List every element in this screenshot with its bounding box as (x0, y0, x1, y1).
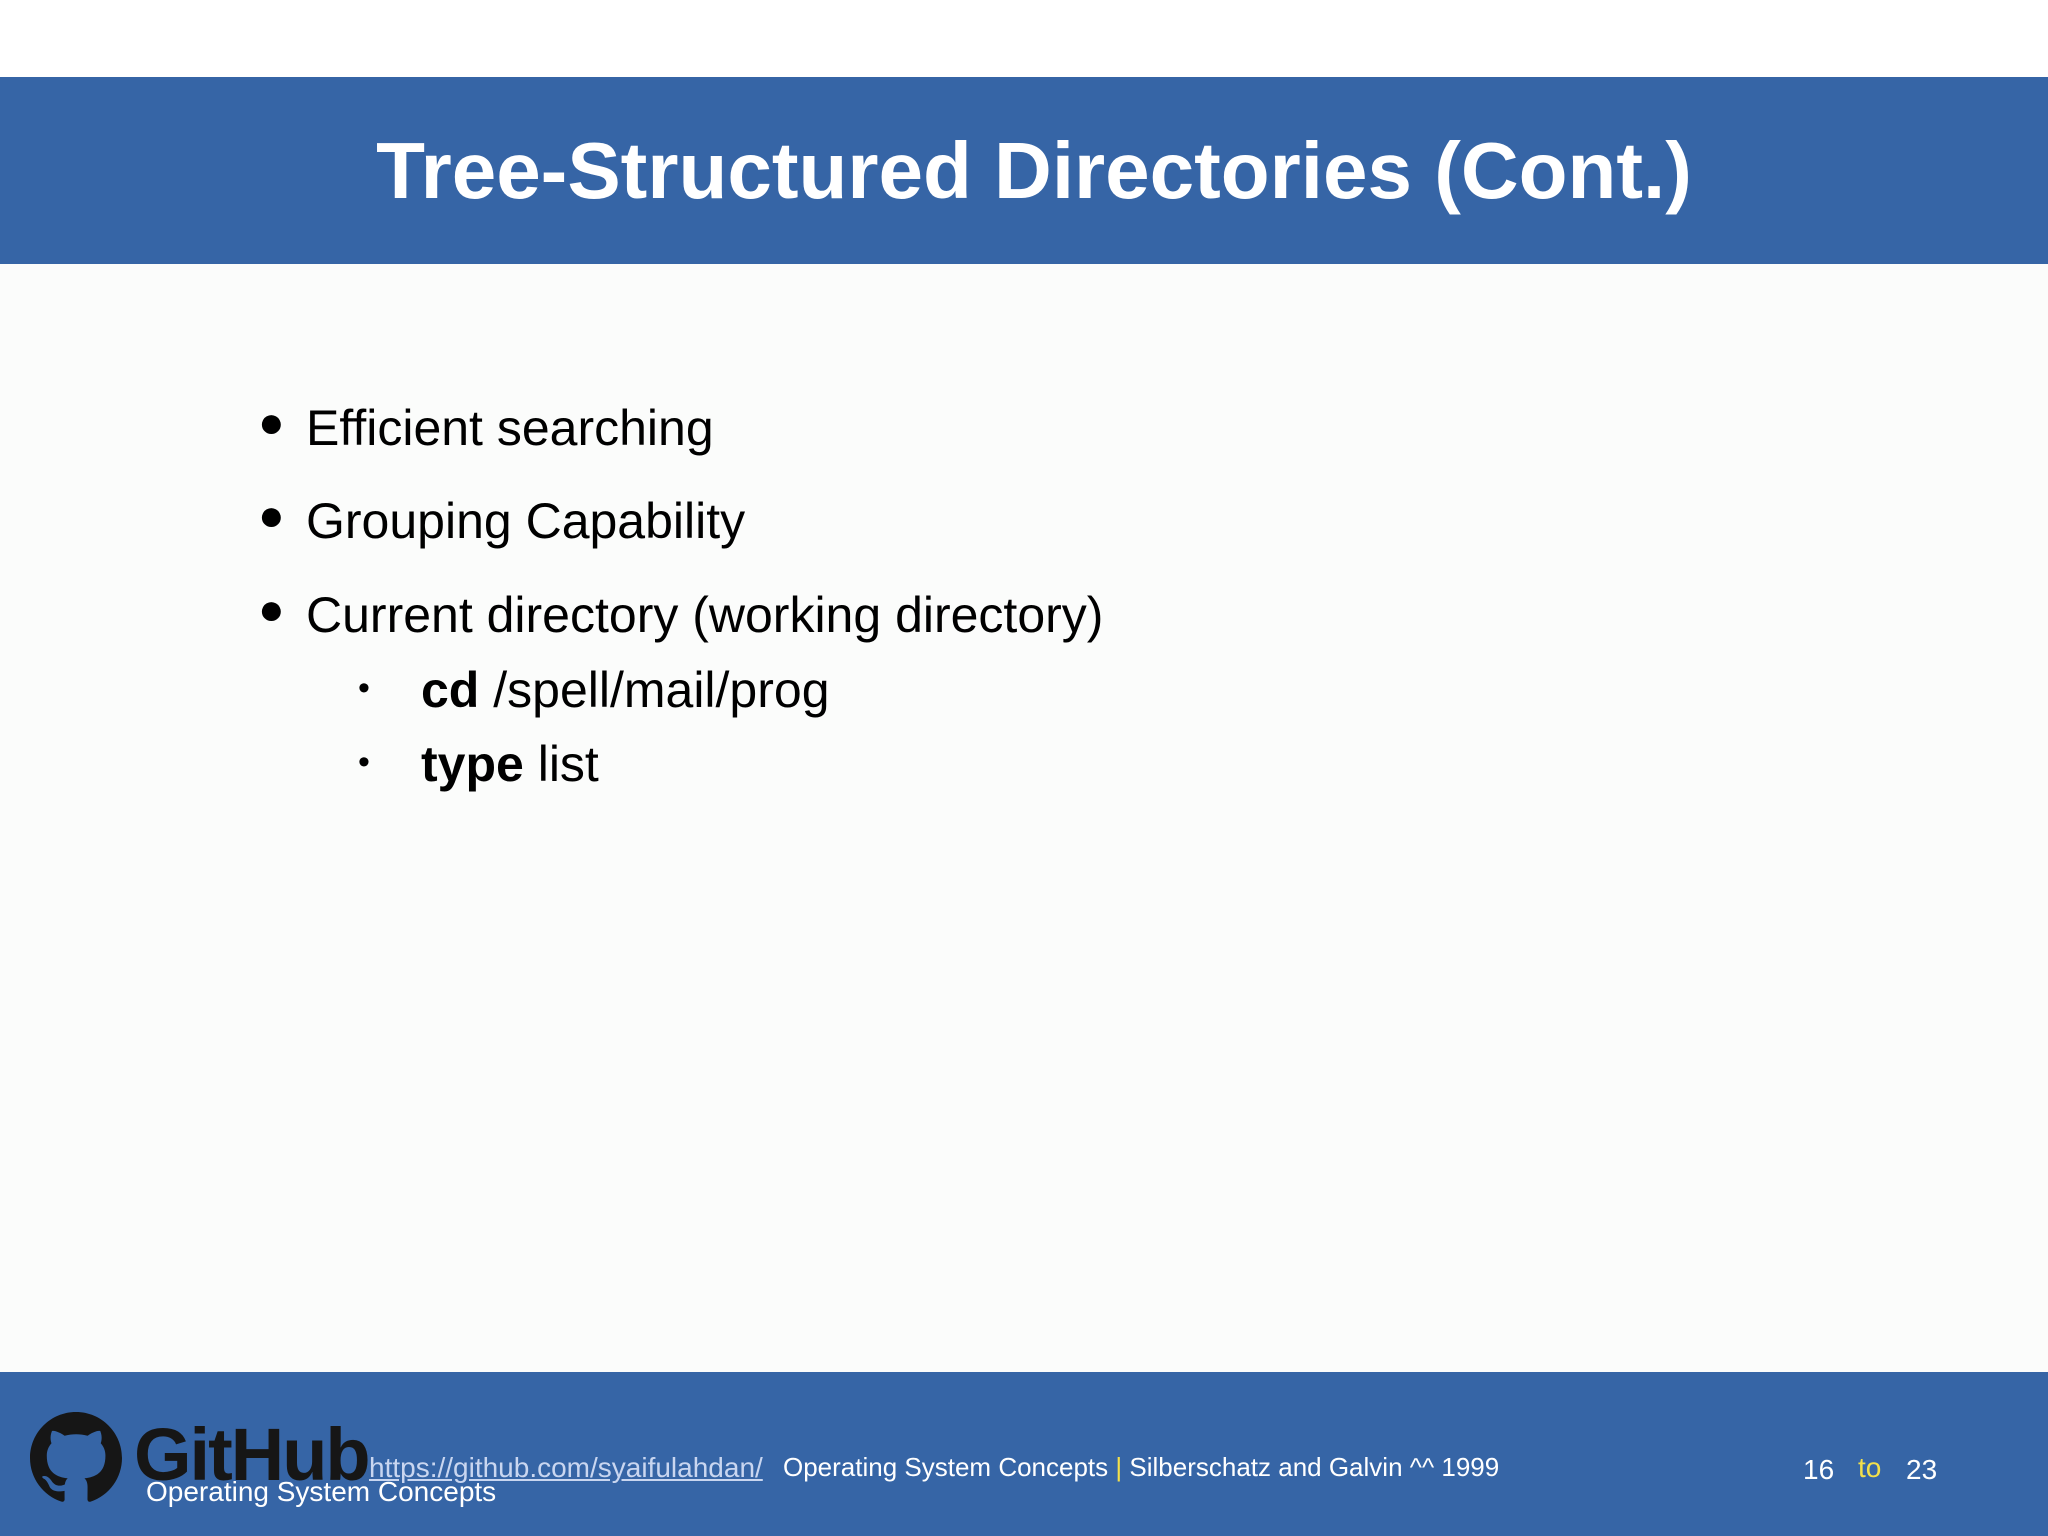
bullet-item: ● Current directory (working directory) (0, 586, 2048, 656)
github-wordmark: GitHub (134, 1413, 371, 1496)
bullet-item: ● Grouping Capability (0, 492, 2048, 562)
github-link[interactable]: https://github.com/syaifulahdan/ (369, 1452, 763, 1483)
footer-course-info: Operating System Concepts | Silberschatz… (783, 1452, 1499, 1483)
command-name: type (421, 736, 524, 792)
sub-bullet-dot-icon: • (358, 669, 370, 707)
top-margin (0, 0, 2048, 77)
command-name: cd (421, 662, 480, 718)
sub-bullet-text: cd /spell/mail/prog (421, 661, 830, 719)
github-octocat-icon (30, 1412, 122, 1502)
bullet-item: ● Efficient searching (0, 399, 2048, 469)
command-arg: /spell/mail/prog (479, 662, 830, 718)
footer-course-caption: Operating System Concepts (146, 1476, 497, 1507)
bullet-text: Efficient searching (306, 400, 714, 456)
footer-authors: Silberschatz and Galvin ^^ 1999 (1129, 1452, 1500, 1482)
sub-bullet-text: type list (421, 735, 599, 793)
command-arg: list (523, 736, 599, 792)
bullet-dot-icon: ● (258, 585, 285, 634)
bullet-text: Current directory (working directory) (306, 587, 1104, 643)
bullet-dot-icon: ● (258, 491, 285, 540)
sub-bullet-item: • cd /spell/mail/prog (0, 661, 2048, 731)
sub-bullet-item: • type list (0, 735, 2048, 805)
title-bar: Tree-Structured Directories (Cont.) (0, 77, 2048, 264)
slide-title: Tree-Structured Directories (Cont.) (376, 125, 1692, 215)
footer-course-title: Operating System Concepts (783, 1452, 1109, 1482)
page-total: 23 (1906, 1454, 1938, 1485)
bullet-dot-icon: ● (258, 398, 285, 447)
sub-bullet-dot-icon: • (358, 743, 370, 781)
bullet-text: Grouping Capability (306, 493, 746, 549)
page-to-label: to (1858, 1452, 1882, 1483)
footer-bar: GitHub https://github.com/syaifulahdan/ … (0, 1372, 2048, 1536)
footer-separator: | (1115, 1452, 1123, 1482)
page-current: 16 (1803, 1454, 1835, 1485)
